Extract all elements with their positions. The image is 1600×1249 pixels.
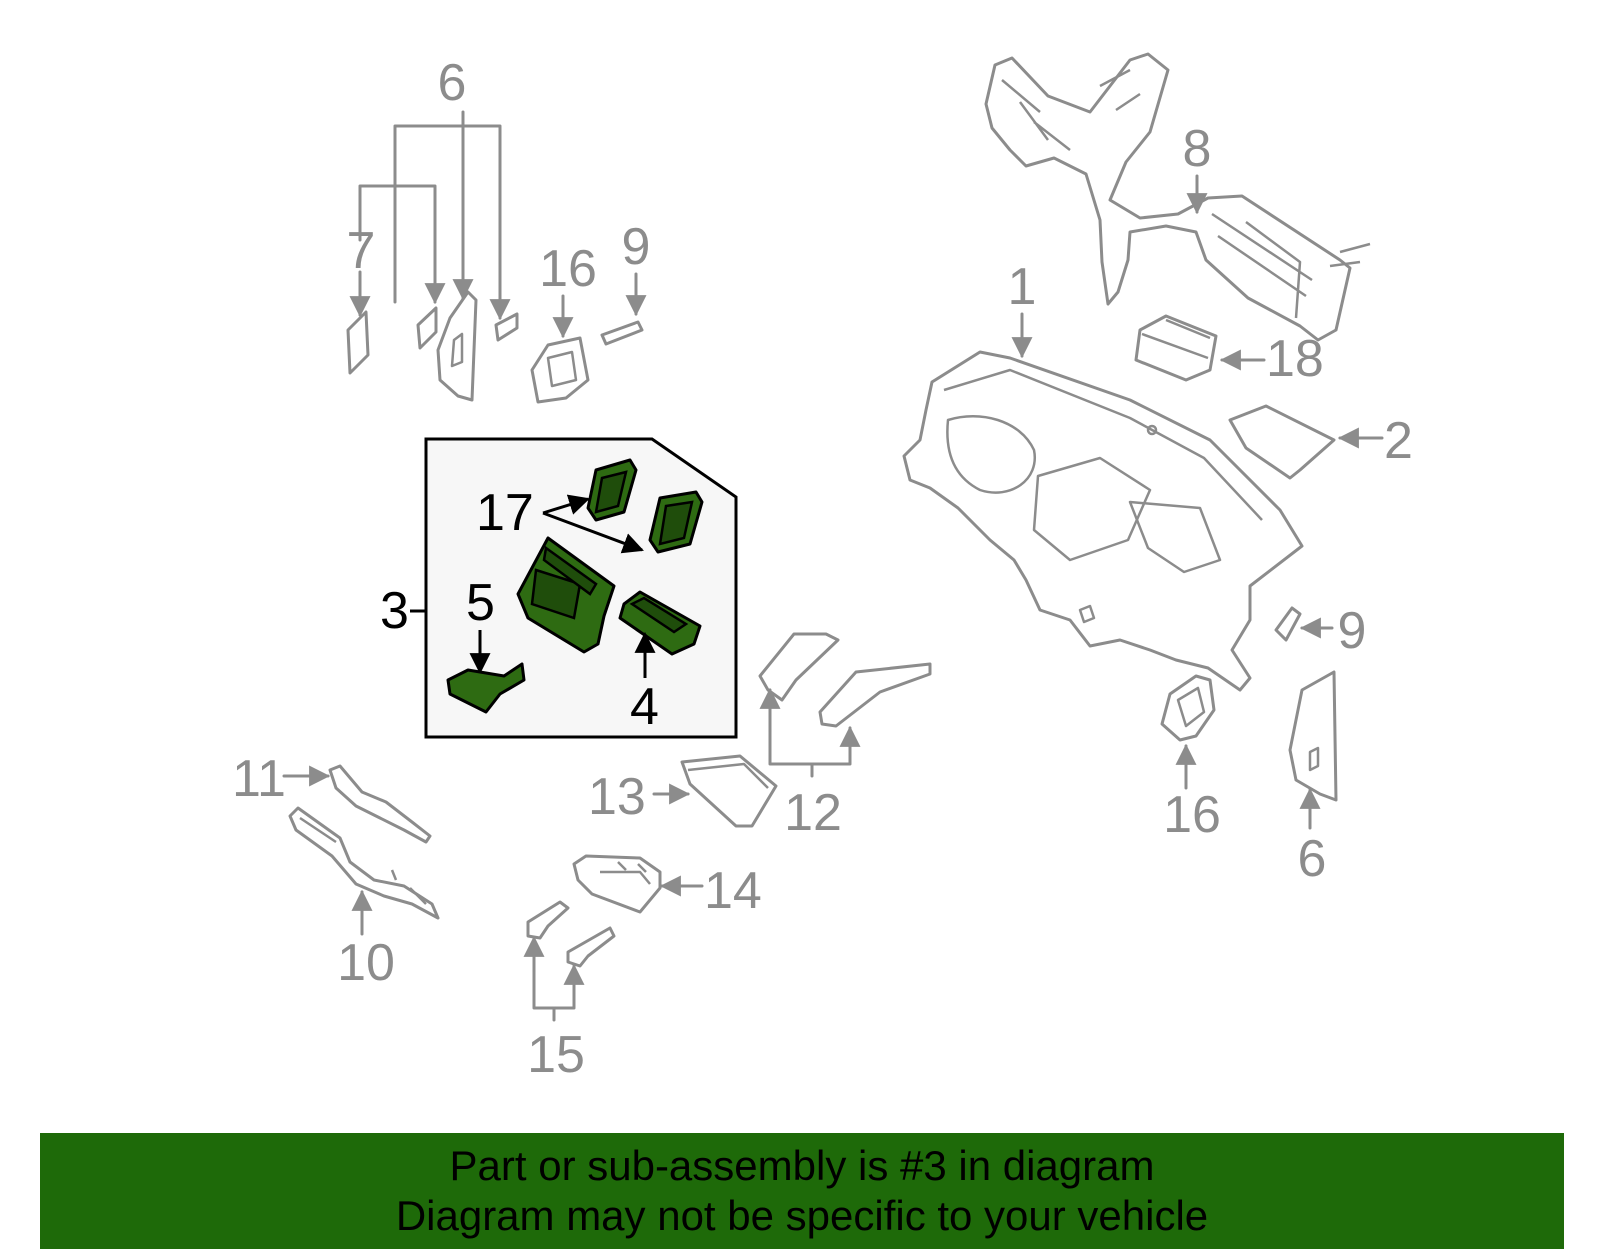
callout-14: 14 (704, 862, 762, 920)
part-6-clip-left (416, 306, 438, 350)
part-2-panel (1228, 404, 1336, 480)
part-14-holder (572, 854, 662, 914)
part-1-gauge-cluster (946, 415, 1037, 494)
part-1-sensor (1146, 424, 1158, 436)
part-1-right-vent (1128, 500, 1222, 574)
part-1-instrument-panel (902, 350, 1304, 692)
info-banner: Part or sub-assembly is #3 in diagram Di… (40, 1133, 1564, 1249)
part-15-clip-b (566, 926, 616, 968)
leader-17-a (542, 494, 591, 515)
part-6-end-panel (436, 290, 478, 402)
part-11-trim (328, 764, 432, 844)
callout-10: 10 (337, 934, 395, 992)
part-17-switch-b-face (658, 500, 694, 546)
part-18-detail (1141, 318, 1211, 360)
callout-7: 7 (347, 222, 376, 280)
part-1-detail-slot (1078, 604, 1096, 624)
part-14-holder-detail (600, 861, 651, 885)
banner-disclaimer: Diagram may not be specific to your vehi… (395, 1192, 1209, 1239)
group-trim-panels-top-left: 6 7 16 9 (346, 54, 651, 404)
callout-16-right: 16 (1163, 786, 1221, 844)
leader-7-bracket (358, 184, 446, 305)
part-6-end-panel-right-detail (1308, 746, 1320, 772)
part-1-top-edge (943, 368, 1263, 521)
part-12-cover-right (818, 662, 932, 728)
part-16-vent-right-grille (1176, 686, 1206, 728)
callout-16-top: 16 (539, 240, 597, 298)
part-1-center-stack (1032, 456, 1152, 562)
leader-12-right (768, 700, 861, 766)
part-13-tray-rim (687, 762, 769, 789)
leader-17-b (542, 511, 644, 554)
callout-9-right: 9 (1338, 602, 1367, 660)
callout-17: 17 (476, 484, 534, 542)
part-16-vent-right (1160, 674, 1216, 742)
part-16-vent-left (530, 336, 590, 404)
leader-15-right (532, 938, 585, 1010)
callout-2: 2 (1384, 412, 1413, 470)
part-8-beam-bracket (1329, 242, 1371, 268)
part-7-trim-piece (346, 310, 370, 375)
part-9-clip-top (600, 320, 644, 346)
callout-3: 3 (380, 582, 409, 640)
part-16-vent-left-grille (546, 350, 578, 388)
part-8-beam (984, 52, 1352, 342)
part-10-lower-trim-detail (299, 816, 427, 905)
part-18-airbag-module (1134, 314, 1218, 382)
highlight-box-part-3: 3 17 5 4 (380, 437, 738, 739)
part-15-clip-a (526, 900, 570, 940)
callout-8: 8 (1183, 120, 1212, 178)
part-9-clip-right (1274, 606, 1302, 642)
part-5-bracket (446, 662, 526, 714)
callout-15: 15 (527, 1026, 585, 1084)
part-12-cover-left (758, 632, 840, 702)
part-6-end-panel-detail (450, 332, 464, 368)
leader-6-bracket (393, 124, 502, 304)
part-17-switch-a-face (594, 470, 628, 514)
part-3-control-panel-trim (542, 545, 598, 596)
callout-4: 4 (630, 678, 659, 736)
callout-5: 5 (466, 574, 495, 632)
group-instrument-panel: 1 (902, 258, 1304, 692)
part-4-bin-opening (629, 596, 689, 634)
callout-18: 18 (1266, 330, 1324, 388)
callout-1: 1 (1008, 258, 1037, 316)
group-right-side-parts: 9 16 6 (1160, 602, 1367, 888)
group-lower-left-parts: 11 10 (232, 750, 440, 992)
callout-9-top: 9 (622, 218, 651, 276)
group-cross-car-beam: 8 18 2 (984, 52, 1413, 480)
part-8-beam-detail (1001, 68, 1313, 319)
part-3-control-panel-screen (530, 568, 582, 620)
callout-6-top: 6 (438, 54, 467, 112)
banner-part-message: Part or sub-assembly is #3 in diagram (449, 1142, 1155, 1189)
callout-6-right: 6 (1298, 830, 1327, 888)
callout-11: 11 (232, 750, 286, 808)
part-6-end-panel-right (1288, 670, 1338, 802)
callout-12: 12 (784, 784, 842, 842)
callout-13: 13 (588, 768, 646, 826)
group-lower-center-parts: 12 13 14 15 (523, 632, 932, 1084)
part-6-clip-right (494, 312, 519, 342)
